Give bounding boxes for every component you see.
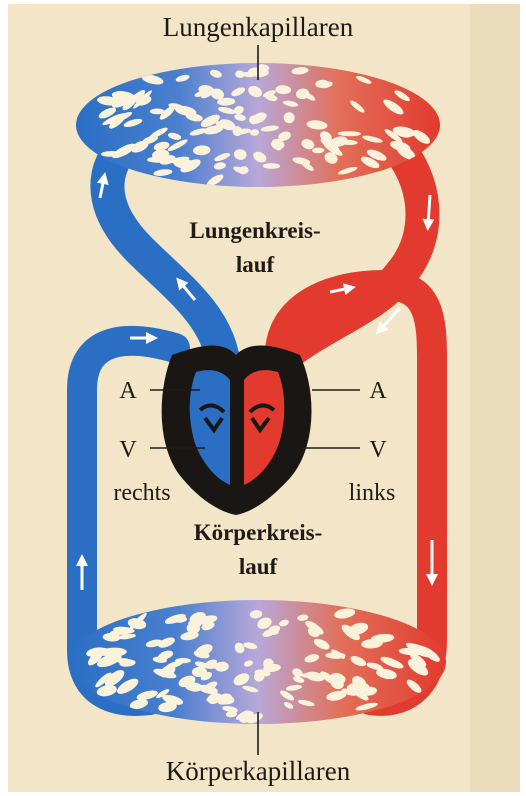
systemic-circuit-line1: Körperkreis- <box>194 520 323 545</box>
ventricle-right-label: V <box>119 437 137 463</box>
pulmonary-circuit-line1: Lungenkreis- <box>189 218 320 243</box>
flow-arrow <box>428 195 430 225</box>
systemic-circuit-line2: lauf <box>239 554 278 579</box>
capillary-cell <box>150 109 165 115</box>
atrium-right-label: A <box>119 378 137 404</box>
side-left-label: links <box>349 480 396 506</box>
ventricle-left-label: V <box>369 437 387 463</box>
capillary-cell <box>147 157 169 163</box>
pulmonary-circuit-line2: lauf <box>236 252 275 277</box>
atrium-left-label: A <box>369 378 387 404</box>
top-capillaries-label: Lungenkapillaren <box>163 12 354 42</box>
bottom-capillaries-label: Körperkapillaren <box>166 756 351 786</box>
paper-shade <box>470 4 520 792</box>
side-right-label: rechts <box>113 480 170 506</box>
